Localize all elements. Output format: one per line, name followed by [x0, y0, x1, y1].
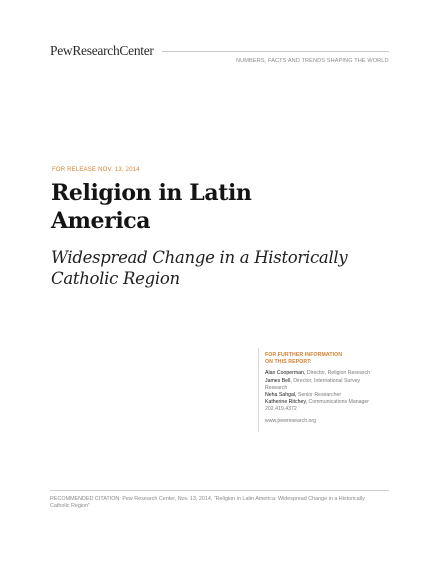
header-rule [162, 51, 389, 52]
citation-line-2: Catholic Region” [50, 503, 90, 510]
release-date: FOR RELEASE NOV. 13, 2014 [52, 167, 140, 173]
contact-row: Katherine Ritchey, Communications Manage… [265, 399, 393, 406]
contact-heading-line-1: FOR FURTHER INFORMATION [265, 352, 343, 358]
citation-line-1: RECOMMENDED CITATION: Pew Research Cente… [50, 496, 365, 502]
report-title-line-1: Religion in Latin [51, 180, 252, 206]
logo-left: PewResearch [50, 43, 120, 58]
contact-phone: 202.419.4372 [265, 406, 297, 413]
contact-role: Senior Researcher [296, 392, 342, 399]
contact-name: Katherine Ritchey, [265, 399, 308, 406]
pew-logo: PewResearchCenter [50, 43, 154, 59]
contact-role: Director, Religion Research [305, 370, 370, 377]
report-subtitle: Widespread Change in a Historically Cath… [51, 247, 391, 289]
tagline: NUMBERS, FACTS AND TRENDS SHAPING THE WO… [236, 58, 389, 64]
contact-name: Neha Sahgal, [265, 392, 297, 399]
contact-heading-line-2: ON THIS REPORT: [265, 359, 312, 366]
contact-role: Director, International Survey [291, 377, 361, 384]
contact-info-box: FOR FURTHER INFORMATION ON THIS REPORT: … [258, 348, 393, 432]
recommended-citation: RECOMMENDED CITATION: Pew Research Cente… [50, 496, 380, 510]
footer-rule [50, 490, 389, 491]
report-title: Religion in Latin America [51, 179, 391, 235]
contact-role: Communications Manager [307, 399, 370, 406]
contact-row: Alan Cooperman, Director, Religion Resea… [265, 370, 393, 377]
report-subtitle-line-1: Widespread Change in a Historically [51, 248, 348, 267]
report-title-line-2: America [51, 208, 151, 234]
contact-row: James Bell, Director, International Surv… [265, 378, 393, 385]
contact-row: Research [265, 385, 393, 392]
logo-right: Center [119, 43, 154, 58]
contact-name: Alan Cooperman, [265, 370, 306, 377]
contact-heading: FOR FURTHER INFORMATION ON THIS REPORT: [265, 352, 393, 366]
report-subtitle-line-2: Catholic Region [51, 269, 180, 288]
contact-url[interactable]: www.pewresearch.org [265, 417, 317, 424]
contact-row: Neha Sahgal, Senior Researcher [265, 392, 393, 399]
contact-role-continued: Research [265, 384, 288, 391]
contact-name: James Bell, [265, 377, 292, 384]
